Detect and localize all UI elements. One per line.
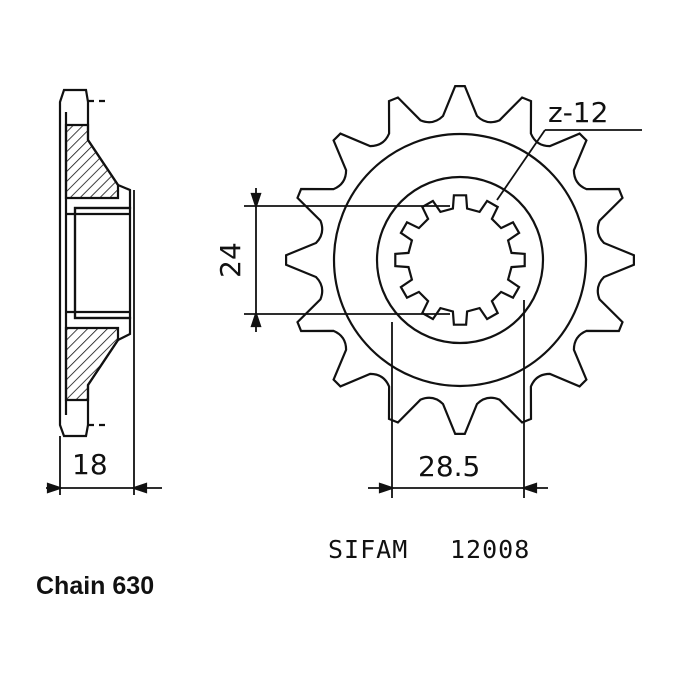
side-hatch-lower (64, 326, 120, 402)
spline-arrow-top (250, 192, 262, 210)
side-width-label: 18 (72, 448, 108, 481)
part-number: 12008 (450, 535, 530, 564)
hub-circle (375, 175, 545, 345)
side-view (46, 88, 162, 495)
side-hub-bore (73, 206, 132, 320)
offset-arrow-right (520, 482, 538, 494)
side-arrow-left (46, 482, 64, 494)
sprocket-teeth-outline (285, 85, 635, 435)
pitch-circle (332, 132, 588, 388)
spline-dimension-label: 24 (214, 242, 247, 278)
teeth-leader-line (496, 129, 546, 201)
offset-arrow-left (378, 482, 396, 494)
side-arrow-right (130, 482, 148, 494)
chain-size-label: Chain 630 (36, 572, 154, 600)
part-brand: SIFAM (328, 535, 408, 564)
teeth-count-label: z-12 (548, 96, 608, 129)
spline-arrow-bottom (250, 310, 262, 328)
spline-bore-outline (394, 194, 526, 326)
front-view (244, 85, 642, 498)
offset-dimension-label: 28.5 (418, 450, 480, 483)
side-hatch-upper (64, 123, 120, 200)
